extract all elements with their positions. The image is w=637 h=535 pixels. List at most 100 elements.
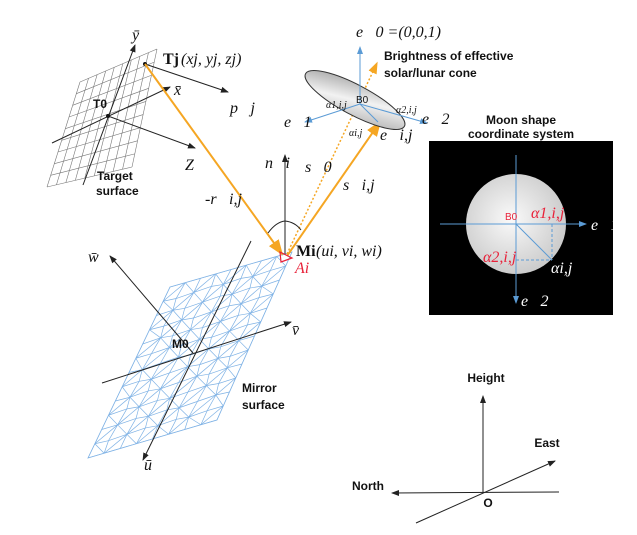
mesh-edge	[122, 380, 140, 388]
mesh-edge	[147, 379, 152, 391]
mesh-edge	[258, 293, 274, 298]
mesh-edge	[211, 273, 217, 287]
mesh-edge	[148, 400, 158, 417]
mesh-edge	[126, 434, 137, 444]
mesh-edge	[208, 348, 219, 359]
label-ni: n⃗i	[265, 155, 290, 172]
mirror-outline	[87, 251, 293, 459]
mesh-edge	[247, 321, 261, 326]
mesh-edge	[211, 305, 230, 313]
mesh-edge	[178, 407, 189, 418]
grid-line	[112, 56, 141, 172]
mesh-edge	[169, 375, 198, 399]
mirror-w-axis	[109, 255, 194, 354]
label-north: North	[352, 479, 384, 493]
label-moon-a2: α2,i,j	[483, 249, 517, 266]
mesh-edge	[149, 329, 161, 339]
mesh-edge	[240, 285, 262, 305]
mesh-edge	[188, 416, 202, 426]
mesh-edge	[108, 408, 127, 416]
mesh-edge	[229, 303, 242, 307]
mesh-edge	[160, 326, 165, 338]
mesh-edge	[238, 340, 249, 351]
mesh-edge	[126, 416, 149, 435]
mesh-edge	[228, 294, 233, 306]
target-title-2: surface	[96, 184, 139, 198]
mesh-edge	[175, 282, 186, 299]
label-u: ū	[144, 457, 152, 474]
mesh-edge	[220, 321, 230, 332]
label-cone-e1: e⃗1	[284, 114, 312, 131]
mesh-edge	[261, 279, 280, 287]
mesh-edge	[129, 381, 140, 398]
mesh-edge	[138, 390, 149, 407]
label-z: Z⃗	[185, 157, 206, 174]
mesh-edge	[135, 415, 149, 419]
mesh-edge	[126, 397, 131, 410]
mesh-edge	[215, 383, 219, 396]
label-east: East	[534, 436, 559, 450]
mesh-edge	[193, 278, 201, 293]
mesh-edge	[172, 329, 191, 337]
label-m0: M0	[172, 337, 189, 351]
mesh-edge	[145, 425, 158, 429]
mesh-edge	[178, 391, 189, 408]
mesh-edge	[197, 385, 207, 402]
mesh-edge	[178, 345, 182, 358]
mesh-edge	[157, 397, 170, 401]
mesh-edge	[190, 327, 203, 331]
mesh-edge	[215, 391, 230, 396]
mesh-edge	[138, 400, 158, 408]
mesh-edge	[178, 385, 207, 409]
mirror-u-axis	[142, 240, 252, 461]
mesh-edge	[117, 406, 140, 426]
mesh-edge	[270, 265, 286, 271]
mesh-edge	[138, 369, 143, 382]
mesh-edge	[199, 358, 219, 365]
mesh-edge	[94, 440, 109, 445]
mesh-edge	[250, 313, 261, 323]
mesh-edge	[160, 388, 170, 399]
mesh-edge	[188, 410, 208, 418]
label-height: Height	[467, 371, 504, 385]
mesh-edge	[217, 358, 228, 369]
cone-title-1: Brightness of effective	[384, 49, 514, 63]
mesh-edge	[202, 301, 212, 313]
mesh-edge	[149, 309, 174, 331]
cone-title-2: solar/lunar cone	[384, 66, 477, 80]
mesh-edge	[172, 298, 177, 311]
mesh-edge	[190, 329, 200, 340]
mesh-edge	[215, 394, 224, 407]
mesh-edge	[211, 321, 221, 338]
mesh-edge	[220, 303, 242, 322]
mesh-edge	[206, 394, 217, 411]
mesh-edge	[249, 276, 254, 289]
grid-line	[50, 153, 135, 176]
mesh-edge	[135, 358, 143, 370]
mesh-edge	[126, 418, 137, 435]
mesh-edge	[108, 396, 131, 416]
moon-title-2: coordinate system	[468, 127, 574, 141]
mesh-edge	[135, 337, 161, 359]
aij-line	[359, 103, 379, 123]
mesh-edge	[169, 347, 179, 358]
mesh-edge	[169, 366, 188, 374]
mesh-edge	[217, 340, 240, 359]
mesh-edge	[252, 256, 277, 277]
mesh-edge	[270, 256, 278, 271]
mesh-edge	[208, 358, 219, 375]
mesh-edge	[231, 293, 242, 305]
mesh-edge	[229, 313, 251, 332]
mesh-edge	[169, 356, 179, 374]
mesh-edge	[136, 427, 146, 444]
mesh-edge	[142, 337, 161, 345]
mesh-edge	[139, 378, 152, 382]
pj-vector	[144, 63, 229, 93]
mesh-edge	[196, 375, 207, 386]
grid-line	[72, 74, 152, 106]
mesh-edge	[218, 377, 236, 384]
mesh-edge	[172, 319, 182, 337]
mesh-edge	[229, 315, 239, 332]
mesh-edge	[202, 295, 221, 303]
